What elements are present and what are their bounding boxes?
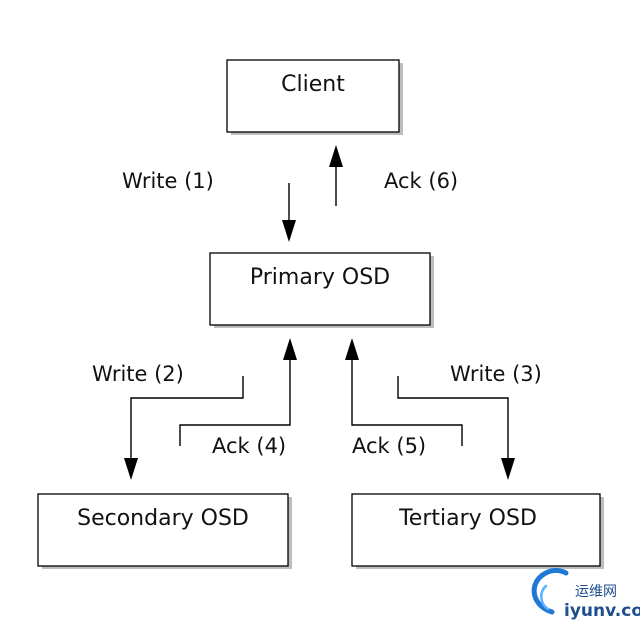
client-node: Client: [226, 59, 403, 135]
ack-4-label: Ack (4): [212, 434, 286, 458]
watermark: 运维网 iyunv.com: [531, 568, 640, 621]
ack-6-arrow: [329, 145, 343, 206]
ack-6-label: Ack (6): [384, 169, 458, 193]
write-1-arrow: [282, 183, 296, 242]
secondary-osd-node: Secondary OSD: [37, 493, 292, 569]
watermark-line-2: iyunv.com: [564, 601, 640, 621]
ack-5-label: Ack (5): [352, 434, 426, 458]
tertiary-osd-node: Tertiary OSD: [351, 493, 604, 569]
ack-4-arrow: [179, 338, 297, 446]
primary-osd-label: Primary OSD: [250, 265, 390, 290]
write-1-label: Write (1): [122, 169, 214, 193]
write-3-arrow: [397, 376, 515, 480]
ack-5-arrow: [345, 338, 463, 446]
write-2-label: Write (2): [92, 362, 184, 386]
tertiary-osd-label: Tertiary OSD: [398, 506, 537, 531]
watermark-logo-icon: [531, 568, 569, 615]
client-label: Client: [281, 72, 345, 97]
write-3-label: Write (3): [450, 362, 542, 386]
secondary-osd-label: Secondary OSD: [77, 506, 249, 531]
write-2-arrow: [124, 376, 244, 480]
watermark-line-1: 运维网: [575, 584, 617, 600]
primary-osd-node: Primary OSD: [209, 252, 434, 328]
